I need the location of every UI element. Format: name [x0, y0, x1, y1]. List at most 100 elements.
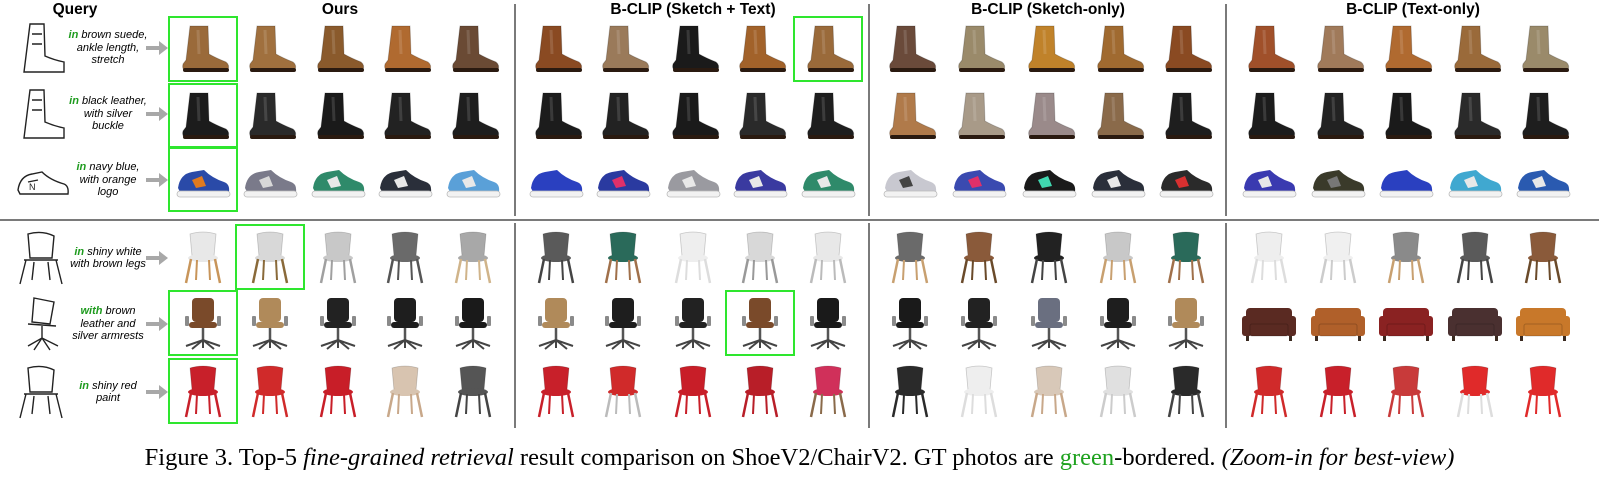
retrieved-photo-text-only-sofa — [1442, 292, 1508, 354]
retrieved-photo-ours-boot — [237, 85, 303, 147]
sofa-icon — [1311, 308, 1365, 341]
query-keyword: in — [69, 95, 79, 108]
retrieved-photo-sketch-only-boot — [1153, 85, 1219, 147]
retrieved-photo-sketch-only-boot — [946, 85, 1012, 147]
retrieved-photo-sketch-text-sneaker — [727, 148, 793, 210]
boot-sketch-icon — [23, 89, 65, 139]
boot-icon — [602, 92, 650, 139]
retrieved-photo-ours-chair — [237, 360, 303, 422]
retrieved-photo-text-only-sneaker — [1442, 148, 1508, 210]
boot-icon — [1097, 92, 1145, 139]
retrieved-photo-sketch-text-boot — [523, 85, 589, 147]
query-description: shiny red paint — [92, 379, 137, 405]
office-icon — [1100, 298, 1136, 350]
row-divider — [0, 219, 1599, 221]
retrieved-photo-sketch-text-boot — [660, 85, 726, 147]
retrieved-photo-ours-sneaker — [168, 146, 238, 212]
retrieved-photo-text-only-sofa — [1305, 292, 1371, 354]
chair-icon — [184, 365, 222, 418]
query-row: with brown leather and silver armrests — [6, 292, 168, 356]
chair-icon — [809, 365, 847, 418]
retrieved-photo-sketch-only-office — [877, 292, 943, 354]
retrieved-photo-ours-boot — [168, 16, 238, 82]
chair-icon — [604, 231, 642, 284]
boot-icon — [807, 92, 855, 139]
retrieved-photo-sketch-only-sneaker — [1085, 148, 1151, 210]
header-sketch-only: B-CLIP (Sketch-only) — [971, 1, 1125, 18]
chair-icon — [1167, 365, 1205, 418]
retrieved-photo-sketch-text-office — [660, 292, 726, 354]
boot-icon — [602, 25, 650, 72]
boot-icon — [1317, 25, 1365, 72]
boot-icon — [1522, 92, 1570, 139]
retrieved-photo-text-only-sofa — [1510, 292, 1576, 354]
caption-green-word: green — [1059, 444, 1115, 471]
query-row: in shiny white with brown legs — [6, 226, 168, 290]
query-text: in brown suede, ankle length, stretch — [68, 16, 148, 80]
retrieved-photo-text-only-sofa — [1373, 292, 1439, 354]
retrieved-photo-sketch-text-chair — [727, 360, 793, 422]
chair-icon — [1099, 365, 1137, 418]
caption-italic: fine-grained retrieval — [303, 444, 514, 471]
office-icon — [1168, 298, 1204, 350]
boot-icon — [1317, 92, 1365, 139]
retrieved-photo-ours-boot — [372, 85, 438, 147]
chair-icon — [674, 231, 712, 284]
sneaker-sketch-icon: N — [17, 171, 69, 195]
sofa-icon — [1516, 308, 1570, 341]
office-icon — [892, 298, 928, 350]
chair-icon — [741, 231, 779, 284]
chair-sketch-icon — [19, 231, 63, 285]
retrieved-photo-ours-chair — [440, 226, 506, 288]
sneaker-icon — [801, 170, 856, 198]
retrieved-photo-sketch-only-office — [1016, 292, 1082, 354]
retrieved-photo-sketch-text-boot — [793, 16, 863, 82]
chair-icon — [1524, 231, 1562, 284]
query-text: in black leather, with silver buckle — [68, 82, 148, 146]
boot-icon — [452, 92, 500, 139]
boot-icon — [535, 25, 583, 72]
retrieved-photo-text-only-chair — [1305, 360, 1371, 422]
query-description: brown leather and silver armrests — [72, 305, 144, 343]
retrieved-photo-sketch-only-chair — [946, 360, 1012, 422]
retrieved-photo-sketch-only-chair — [1153, 360, 1219, 422]
retrieved-photo-ours-office — [237, 292, 303, 354]
boot-icon — [1165, 92, 1213, 139]
retrieved-photo-text-only-boot — [1236, 18, 1302, 80]
retrieved-photo-sketch-only-boot — [877, 18, 943, 80]
retrieved-photo-sketch-only-boot — [1085, 85, 1151, 147]
boot-icon — [739, 92, 787, 139]
sofa-icon — [1448, 308, 1502, 341]
office-icon — [387, 298, 423, 350]
retrieved-photo-ours-sneaker — [237, 148, 303, 210]
retrieved-photo-ours-chair — [305, 226, 371, 288]
retrieved-photo-sketch-text-boot — [727, 85, 793, 147]
boot-icon — [1385, 92, 1433, 139]
retrieved-photo-sketch-text-office — [795, 292, 861, 354]
retrieved-photo-text-only-chair — [1442, 226, 1508, 288]
query-description: navy blue, with orange logo — [79, 161, 140, 199]
office-icon — [185, 298, 221, 350]
chair-icon — [1030, 231, 1068, 284]
sneaker-icon — [176, 170, 231, 198]
retrieved-photo-ours-chair — [168, 358, 238, 424]
retrieved-photo-sketch-only-sneaker — [1016, 148, 1082, 210]
sneaker-icon — [666, 170, 721, 198]
chair-icon — [891, 365, 929, 418]
query-text: in navy blue, with orange logo — [68, 148, 148, 212]
retrieved-photo-sketch-only-chair — [877, 226, 943, 288]
sneaker-icon — [1311, 170, 1366, 198]
query-description: black leather, with silver buckle — [82, 95, 147, 133]
retrieved-photo-text-only-chair — [1236, 360, 1302, 422]
chair-icon — [1167, 231, 1205, 284]
query-keyword: with — [80, 305, 103, 318]
retrieved-photo-ours-sneaker — [372, 148, 438, 210]
retrieved-photo-text-only-chair — [1373, 360, 1439, 422]
sneaker-icon — [596, 170, 651, 198]
retrieved-photo-sketch-text-chair — [590, 226, 656, 288]
retrieved-photo-ours-boot — [372, 18, 438, 80]
boot-icon — [1454, 92, 1502, 139]
chair-icon — [604, 365, 642, 418]
